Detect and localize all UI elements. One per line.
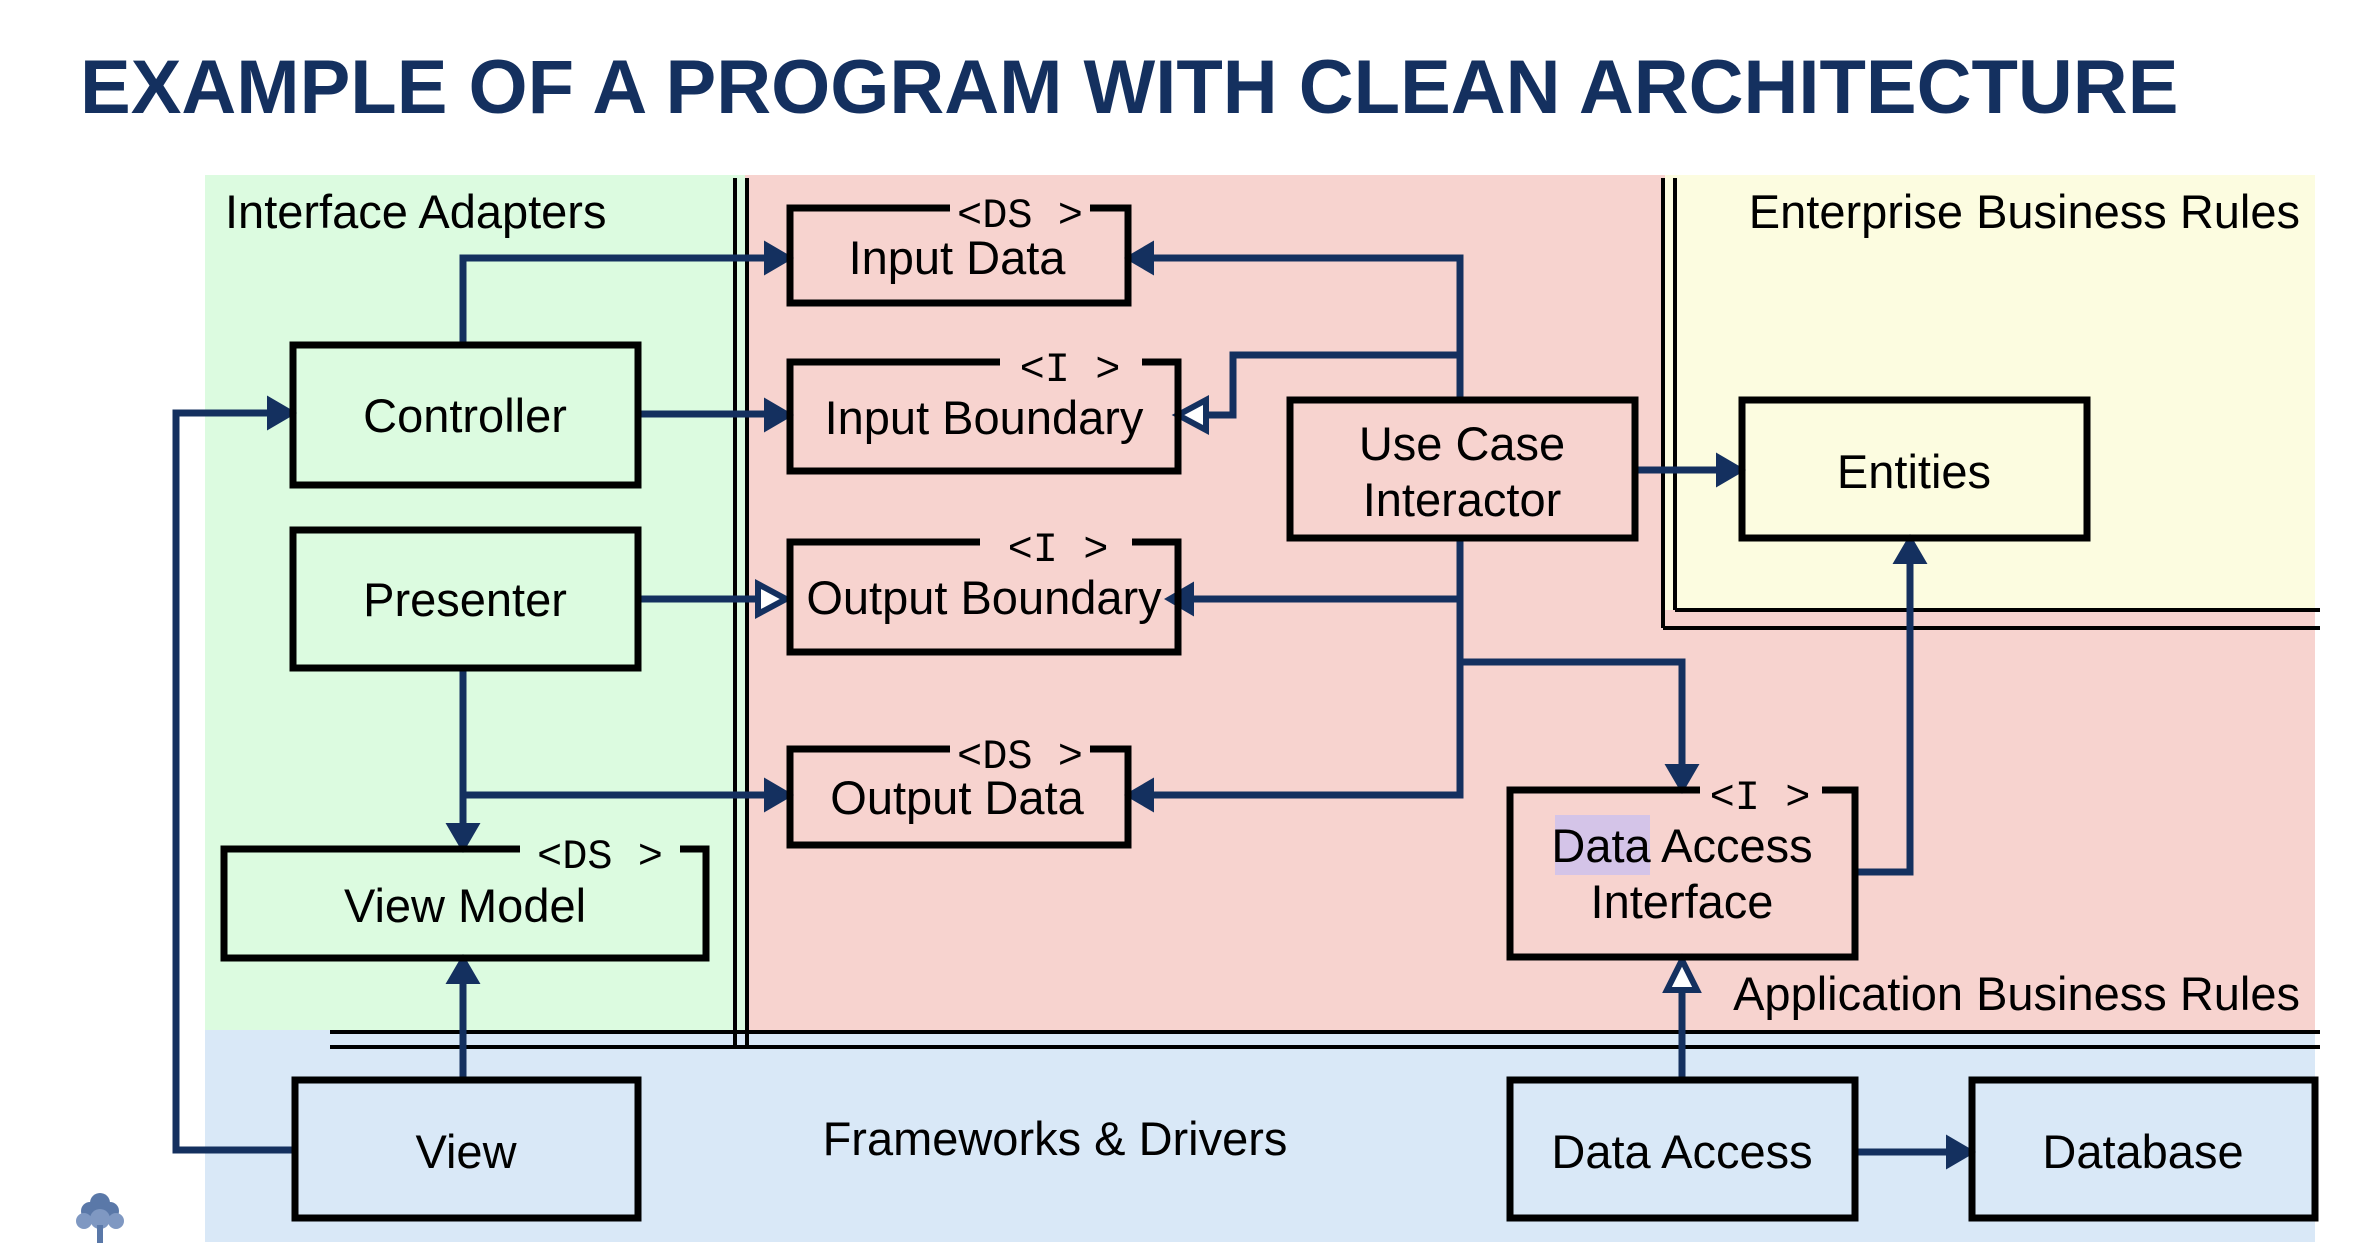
data-access-interface-line2: Interface xyxy=(1591,875,1774,928)
tree-logo-icon xyxy=(76,1193,124,1243)
arrowhead-view-model-bottom xyxy=(445,954,481,984)
arrowhead-input-boundary-hollow xyxy=(1171,394,1209,436)
arrowhead-input-data-left xyxy=(764,240,794,276)
zone-label-interface-adapters: Interface Adapters xyxy=(225,185,606,238)
arrowhead-output-data-left xyxy=(764,777,794,813)
use-case-interactor-box: Use Case Interactor xyxy=(1286,396,1639,542)
entities-label: Entities xyxy=(1837,445,1991,498)
data-access-label: Data Access xyxy=(1551,1125,1812,1178)
controller-box: Controller xyxy=(289,341,642,489)
arrowhead-dai-hollow xyxy=(1662,953,1702,993)
arrowhead-entities-bottom xyxy=(1892,534,1928,564)
data-access-interface-highlight-word: Data xyxy=(1551,819,1651,872)
controller-label: Controller xyxy=(363,389,567,442)
presenter-label: Presenter xyxy=(363,573,567,626)
output-data-label: Output Data xyxy=(830,771,1084,824)
input-data-label: Input Data xyxy=(849,231,1067,284)
connector-dai-entities xyxy=(1855,560,1914,876)
use-case-line2: Interactor xyxy=(1363,473,1562,526)
page-title: EXAMPLE OF A PROGRAM WITH CLEAN ARCHITEC… xyxy=(80,45,2178,130)
input-data-tag: <DS > xyxy=(957,192,1083,240)
arrowhead-data-access-interface xyxy=(1664,764,1700,794)
data-access-interface-line1: Data Access xyxy=(1551,819,1812,872)
arrowhead-entities-left xyxy=(1716,452,1746,488)
data-access-interface-tag: <I > xyxy=(1710,774,1811,822)
view-model-label: View Model xyxy=(344,879,586,932)
arrowhead-input-data-right xyxy=(1124,240,1154,276)
database-box: Database xyxy=(1968,1076,2319,1222)
connector-usecase-data-access-interface xyxy=(1460,658,1686,768)
input-data-box: <DS > Input Data xyxy=(786,192,1132,307)
presenter-box: Presenter xyxy=(289,526,642,672)
use-case-line1: Use Case xyxy=(1359,417,1565,470)
zone-frameworks-drivers xyxy=(205,1030,2315,1242)
connector-usecase-input-data xyxy=(1150,254,1464,397)
arrowhead-output-boundary-hollow xyxy=(755,578,793,620)
arrowhead-view-model-top xyxy=(445,823,481,853)
zone-label-frameworks-drivers: Frameworks & Drivers xyxy=(823,1112,1288,1165)
text-highlight xyxy=(1555,815,1650,875)
output-data-tag: <DS > xyxy=(957,733,1083,781)
database-label: Database xyxy=(2042,1125,2243,1178)
entities-box: Entities xyxy=(1738,396,2091,542)
input-boundary-tag: <I > xyxy=(1020,346,1121,394)
input-boundary-label: Input Boundary xyxy=(825,391,1144,444)
connector-usecase-output-data xyxy=(1150,538,1464,799)
data-access-interface-box: <I > Data Access Interface xyxy=(1506,774,1859,961)
output-boundary-label: Output Boundary xyxy=(806,571,1162,624)
view-label: View xyxy=(415,1125,517,1178)
data-access-box: Data Access xyxy=(1506,1076,1859,1222)
data-access-interface-line1-rest: Access xyxy=(1651,819,1813,872)
view-model-box: <DS > View Model xyxy=(220,833,710,962)
arrowhead-input-boundary-left xyxy=(764,397,794,433)
arrowhead-output-data-right xyxy=(1124,777,1154,813)
input-boundary-box: <I > Input Boundary xyxy=(786,346,1182,475)
connector-controller-input-data xyxy=(459,254,770,345)
connector-usecase-input-boundary xyxy=(1200,351,1460,419)
zone-enterprise-business-rules xyxy=(1665,175,2315,610)
output-boundary-tag: <I > xyxy=(1008,526,1109,574)
output-data-box: <DS > Output Data xyxy=(786,733,1132,849)
output-boundary-box: <I > Output Boundary xyxy=(786,526,1182,656)
connector-view-controller xyxy=(172,409,295,1154)
arrowhead-database xyxy=(1946,1134,1976,1170)
view-box: View xyxy=(291,1076,642,1222)
zone-label-enterprise-business-rules: Enterprise Business Rules xyxy=(1749,185,2300,238)
zone-label-application-business-rules: Application Business Rules xyxy=(1733,967,2300,1020)
arrowhead-controller xyxy=(267,395,297,431)
view-model-tag: <DS > xyxy=(537,833,663,881)
